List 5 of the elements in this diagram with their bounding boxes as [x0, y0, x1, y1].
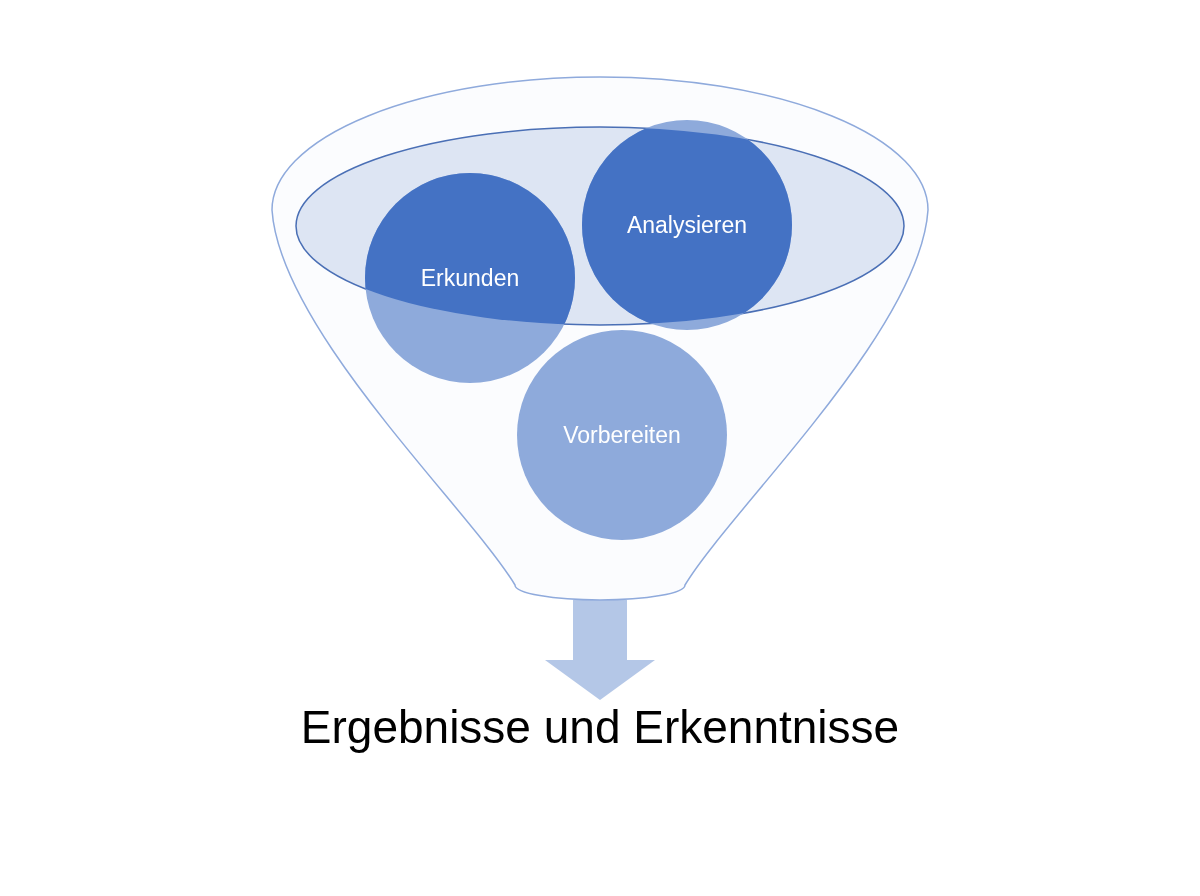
circle-label: Erkunden — [420, 263, 520, 293]
circle-label: Analysieren — [626, 210, 748, 240]
circle-label: Vorbereiten — [563, 420, 681, 450]
down-arrow — [545, 600, 655, 700]
result-text: Ergebnisse und Erkenntnisse — [300, 700, 900, 756]
